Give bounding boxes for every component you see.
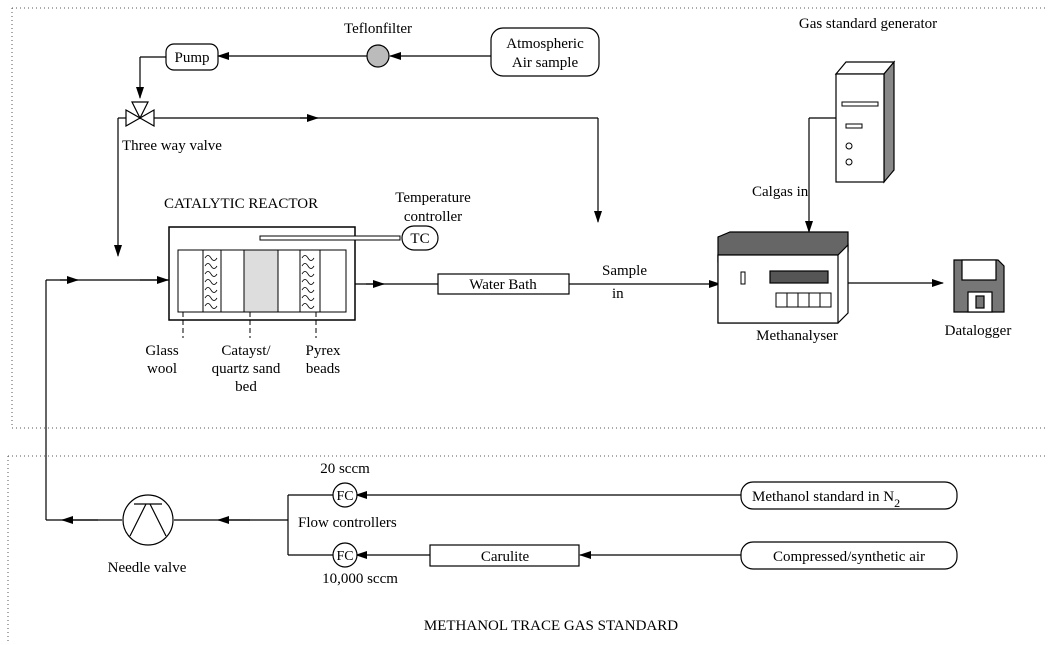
methanalyser-label: Methanalyser (756, 328, 838, 344)
reactor-title: CATALYTIC REACTOR (164, 196, 318, 212)
three-way-valve-label: Three way valve (122, 138, 222, 154)
catalyst-label-1: Catayst/ (221, 343, 271, 359)
flow-20-label: 20 sccm (320, 461, 370, 477)
sample-in-label-2: in (612, 286, 624, 302)
temp-controller-label-2: controller (404, 209, 462, 225)
flow-10000-label: 10,000 sccm (322, 571, 398, 587)
water-bath-label: Water Bath (469, 277, 537, 293)
pyrex-label-1: Pyrex (306, 343, 341, 359)
carulite-box: Carulite (429, 544, 580, 567)
methanol-standard-text: Methanol standard in N (752, 489, 894, 505)
catalytic-reactor (168, 226, 401, 321)
flow-controller-top: FC (332, 482, 358, 508)
pyrex-label-2: beads (306, 361, 340, 377)
needle-valve-icon (122, 494, 174, 546)
water-bath: Water Bath (437, 273, 570, 295)
air-sample-box: Atmospheric Air sample (490, 27, 600, 77)
tc-label: TC (410, 231, 429, 247)
flow-controllers-label: Flow controllers (298, 515, 397, 531)
section-borders (7, 7, 1048, 642)
air-sample-label-2: Air sample (512, 55, 579, 71)
datalogger-label: Datalogger (945, 323, 1012, 339)
component-leaders (182, 312, 317, 338)
intake-lines (136, 52, 491, 99)
glass-wool-label-1: Glass (145, 343, 178, 359)
pump-label: Pump (174, 50, 209, 66)
fc-top-label: FC (336, 489, 353, 504)
calgas-line (805, 117, 836, 233)
flow-lines (46, 491, 741, 559)
fc-bottom-label: FC (336, 549, 353, 564)
pump-box: Pump (165, 43, 219, 71)
compressed-air-box: Compressed/synthetic air (740, 541, 958, 570)
compressed-air-label: Compressed/synthetic air (773, 549, 925, 565)
temp-controller-label-1: Temperature (395, 190, 471, 206)
methanol-standard-subscript: 2 (894, 496, 900, 510)
sample-in-label-1: Sample (602, 263, 647, 279)
return-line (45, 276, 170, 520)
methanol-standard-box: Methanol standard in N2 (740, 481, 958, 510)
gas-standard-generator (834, 60, 896, 184)
temperature-controller: TC (401, 225, 439, 251)
carulite-label: Carulite (481, 549, 530, 565)
gas-generator-label: Gas standard generator (799, 16, 937, 32)
three-way-valve (125, 101, 155, 128)
catalyst-label-2: quartz sand (212, 361, 281, 377)
methanol-section-title: METHANOL TRACE GAS STANDARD (424, 618, 678, 634)
flow-controller-bottom: FC (332, 542, 358, 568)
glass-wool-label-2: wool (147, 361, 177, 377)
methanalyser (717, 231, 849, 324)
valve-lines (114, 114, 602, 257)
needle-valve-label: Needle valve (108, 560, 187, 576)
catalyst-label-3: bed (235, 379, 257, 395)
datalogger-icon (953, 259, 1005, 313)
methanol-standard-label: Methanol standard in N2 (752, 489, 900, 510)
calgas-in-label: Calgas in (752, 184, 809, 200)
teflon-filter-label: Teflonfilter (344, 21, 412, 37)
teflon-filter: Teflonfilter (344, 21, 412, 68)
air-sample-label-1: Atmospheric (506, 36, 584, 52)
